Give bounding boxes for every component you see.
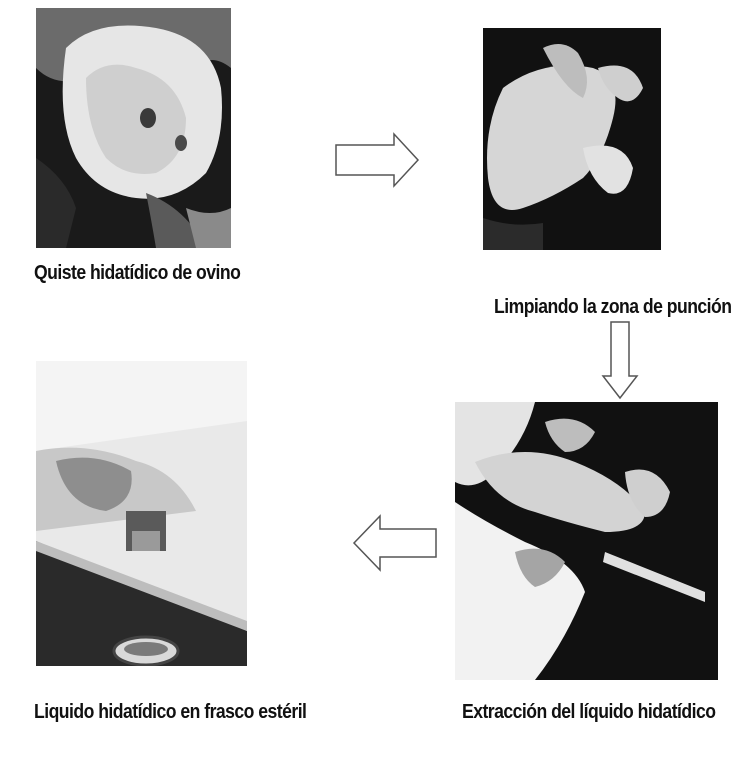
arrow-down-icon [600,318,640,402]
photo-cleaning-puncture-site [483,28,661,250]
photo-hydatid-cyst [36,8,231,248]
caption-liquid-sterile-flask: Liquido hidatídico en frasco estéril [34,701,307,723]
caption-hydatid-cyst: Quiste hidatídico de ovino [34,262,241,284]
caption-cleaning-puncture-site: Limpiando la zona de punción [494,296,732,318]
photo-liquid-extraction [455,402,718,680]
photo-liquid-sterile-flask [36,361,247,666]
arrow-left-icon [350,512,440,574]
arrow-right-icon [332,130,422,190]
caption-liquid-extraction: Extracción del líquido hidatídico [462,701,716,723]
